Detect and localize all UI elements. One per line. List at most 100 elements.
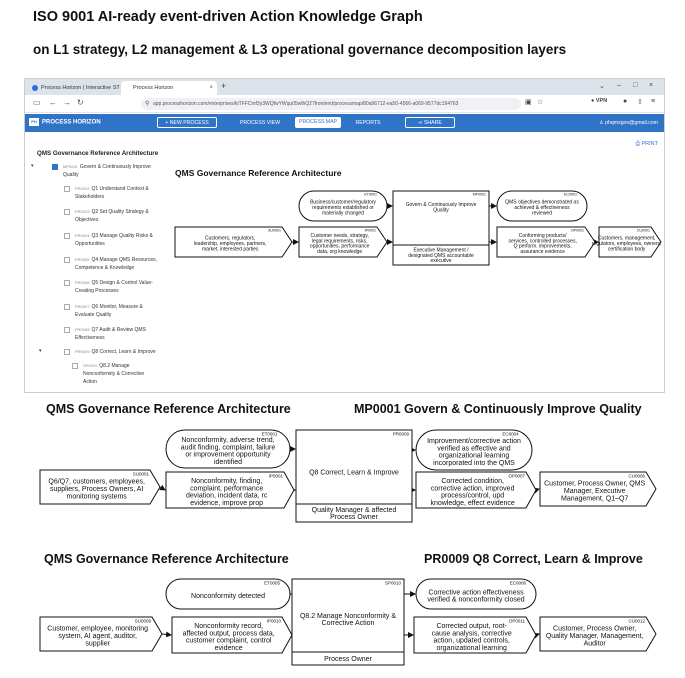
- sidebar-toggle-icon[interactable]: ▭: [33, 98, 41, 107]
- forward-icon[interactable]: →: [63, 98, 71, 107]
- result-text: verified as effective and: [437, 445, 511, 452]
- diagram-2-title-left: QMS Governance Reference Architecture: [46, 402, 291, 416]
- trigger-shape: [165, 429, 291, 469]
- site-info-icon[interactable]: ⚲: [145, 101, 150, 107]
- process-text: Quality: [433, 207, 449, 213]
- new-process-button[interactable]: + NEW PROCESS: [157, 117, 217, 128]
- share-icon[interactable]: ⇧: [637, 99, 643, 106]
- expand-chevron-icon[interactable]: ▾: [39, 348, 42, 354]
- tree-checkbox[interactable]: [64, 186, 70, 192]
- tree-checkbox[interactable]: [64, 257, 70, 263]
- tree-checkbox[interactable]: [52, 164, 58, 170]
- main-heading-line2: on L1 strategy, L2 management & L3 opera…: [33, 42, 567, 57]
- chevron-down-icon[interactable]: ⌄: [599, 83, 605, 90]
- customer-text: Management, Q1–Q7: [561, 495, 628, 502]
- tab-process-map[interactable]: PROCESS MAP: [295, 117, 341, 128]
- process-text: Q8.2 Manage Nonconformity &: [300, 613, 396, 620]
- tab-reports[interactable]: REPORTS: [355, 120, 381, 126]
- result-text: achieved & effectiveness: [514, 205, 570, 211]
- expand-chevron-icon[interactable]: ▾: [31, 163, 34, 169]
- tree-checkbox[interactable]: [64, 304, 70, 310]
- customer-text: Customer, Process Owner, QMS: [544, 481, 645, 488]
- share-button[interactable]: ⋖ SHARE: [405, 117, 455, 128]
- tree-checkbox[interactable]: [64, 349, 70, 355]
- user-account[interactable]: ♙ phqmsgov@gmail.com: [599, 118, 658, 129]
- trigger-node[interactable]: ET0001Business/customer/regulatoryrequir…: [298, 190, 388, 222]
- tree-item-code: PR0007: [75, 304, 90, 309]
- tree-item-code: MP0001: [63, 164, 78, 169]
- output-text: assurance evidence: [520, 249, 565, 255]
- input-code: IP0001: [365, 229, 376, 233]
- supplier-to-input-arrow: [159, 484, 166, 491]
- tree-checkbox[interactable]: [72, 363, 78, 369]
- back-icon[interactable]: ←: [49, 98, 57, 107]
- result-text: incorporated into the QMS: [433, 460, 515, 467]
- window-close-icon[interactable]: ×: [649, 82, 654, 89]
- tree-checkbox[interactable]: [64, 233, 70, 239]
- new-tab-icon[interactable]: +: [221, 81, 227, 91]
- screen-icon[interactable]: ▣: [525, 99, 532, 106]
- browser-tab-2[interactable]: Process Horizon ×: [121, 81, 217, 95]
- user-icon: ♙: [599, 120, 606, 126]
- customer-shape: [539, 616, 657, 652]
- vpn-badge[interactable]: ● VPN: [591, 98, 608, 104]
- tree-item-code: PR0009: [75, 349, 90, 354]
- reload-icon[interactable]: ↻: [77, 98, 84, 107]
- supplier-text: supplier: [85, 640, 110, 647]
- tree-item-label: Q5 Design & Control Value-Creating Proce…: [75, 280, 153, 295]
- close-icon[interactable]: ×: [209, 85, 213, 91]
- logo-text: PROCESS HORIZON: [42, 119, 101, 126]
- maximize-icon[interactable]: □: [633, 82, 638, 89]
- print-button[interactable]: ⎙ PRINT: [636, 141, 658, 148]
- tree-checkbox[interactable]: [64, 280, 70, 286]
- star-icon[interactable]: ☆: [537, 99, 544, 106]
- menu-icon[interactable]: ≡: [651, 98, 656, 105]
- tree-checkbox[interactable]: [64, 209, 70, 215]
- output-text: cause analysis, corrective: [432, 630, 512, 637]
- tree-checkbox[interactable]: [64, 327, 70, 333]
- customer-text: regulators, employees, owners,: [592, 241, 661, 247]
- customer-text: Quality Manager, Management,: [546, 633, 644, 640]
- minimize-icon[interactable]: –: [617, 82, 621, 89]
- customer-text: certification body: [608, 246, 646, 252]
- browser-window: Process Horizon | Interactive ST × Proce…: [24, 78, 665, 393]
- tree-item-label: Q4 Manage QMS Resources, Competence & Kn…: [75, 257, 158, 272]
- browser-tab-1[interactable]: Process Horizon | Interactive ST ×: [29, 81, 124, 95]
- output-text: Conforming products/: [519, 233, 567, 239]
- url-input[interactable]: ⚲ app.processhorizon.com/enterprises/kiT…: [141, 98, 521, 110]
- tab-process-view[interactable]: PROCESS VIEW: [239, 120, 281, 126]
- extension-icon[interactable]: ●: [623, 98, 628, 105]
- supplier-text: Customers, regulators,: [205, 236, 256, 242]
